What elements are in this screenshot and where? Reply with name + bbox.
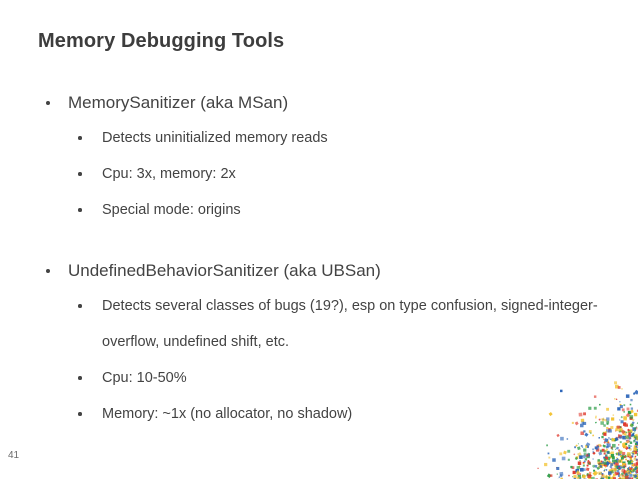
bullet-dot-icon (46, 269, 50, 273)
bullet-dot-icon (78, 412, 82, 416)
bullet-level2: Detects several classes of bugs (19?), e… (0, 288, 638, 360)
bullet-level2: Cpu: 3x, memory: 2x (0, 156, 638, 192)
bullet-text: Detects uninitialized memory reads (102, 130, 328, 146)
bullet-dot-icon (78, 136, 82, 140)
bullet-text: Detects several classes of bugs (19?), e… (102, 298, 598, 350)
bullet-text: Cpu: 10-50% (102, 370, 187, 386)
page-number: 41 (8, 450, 20, 461)
bullet-dot-icon (46, 101, 50, 105)
bullet-text: Cpu: 3x, memory: 2x (102, 166, 236, 182)
bullet-dot-icon (78, 304, 82, 308)
section-spacer (0, 228, 638, 254)
bullet-text: UndefinedBehaviorSanitizer (aka UBSan) (68, 261, 381, 280)
bullet-text: MemorySanitizer (aka MSan) (68, 93, 289, 112)
bullet-dot-icon (78, 172, 82, 176)
page-title: Memory Debugging Tools (38, 30, 285, 52)
bullet-list: MemorySanitizer (aka MSan) Detects unini… (0, 86, 638, 432)
bullet-level2: Memory: ~1x (no allocator, no shadow) (0, 396, 638, 432)
bullet-level1: MemorySanitizer (aka MSan) (0, 86, 638, 120)
bullet-text: Memory: ~1x (no allocator, no shadow) (102, 406, 353, 422)
bullet-dot-icon (78, 208, 82, 212)
bullet-dot-icon (78, 376, 82, 380)
bullet-level2: Special mode: origins (0, 192, 638, 228)
bullet-level2: Detects uninitialized memory reads (0, 120, 638, 156)
bullet-text: Special mode: origins (102, 202, 241, 218)
bullet-level1: UndefinedBehaviorSanitizer (aka UBSan) (0, 254, 638, 288)
bullet-level2: Cpu: 10-50% (0, 360, 638, 396)
